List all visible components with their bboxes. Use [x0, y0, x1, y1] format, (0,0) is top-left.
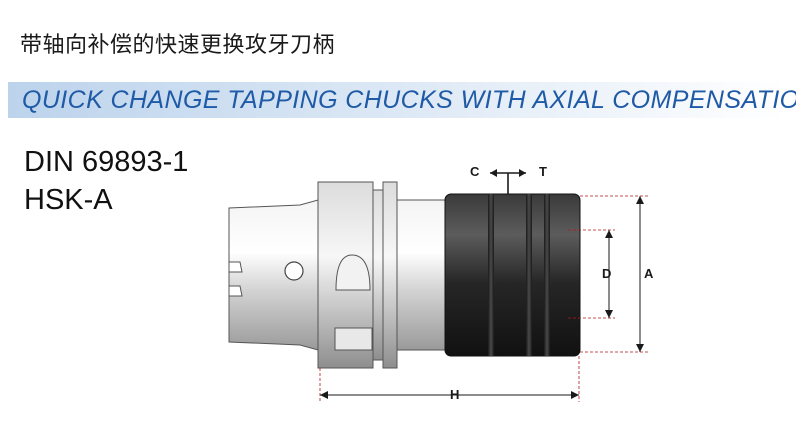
axial-compensation-arrow	[490, 169, 526, 194]
body-neck	[396, 199, 446, 351]
collar	[317, 181, 398, 369]
bore-diameter-label: D	[602, 266, 611, 281]
standard-label: DIN 69893-1	[24, 146, 189, 178]
compression-label: C	[470, 164, 480, 179]
length-label: H	[450, 387, 459, 402]
tension-label: T	[539, 164, 547, 179]
chinese-title: 带轴向补偿的快速更换攻牙刀柄	[20, 33, 336, 58]
outer-diameter-label: A	[644, 266, 654, 281]
compensation-rings	[444, 193, 581, 357]
title-band	[8, 82, 786, 118]
dimension-d	[568, 229, 615, 319]
type-label: HSK-A	[24, 184, 113, 216]
english-title: QUICK CHANGE TAPPING CHUCKS WITH AXIAL C…	[22, 86, 796, 114]
hsk-shank	[228, 199, 319, 351]
dimension-a	[580, 195, 648, 353]
dimension-h	[319, 356, 580, 402]
